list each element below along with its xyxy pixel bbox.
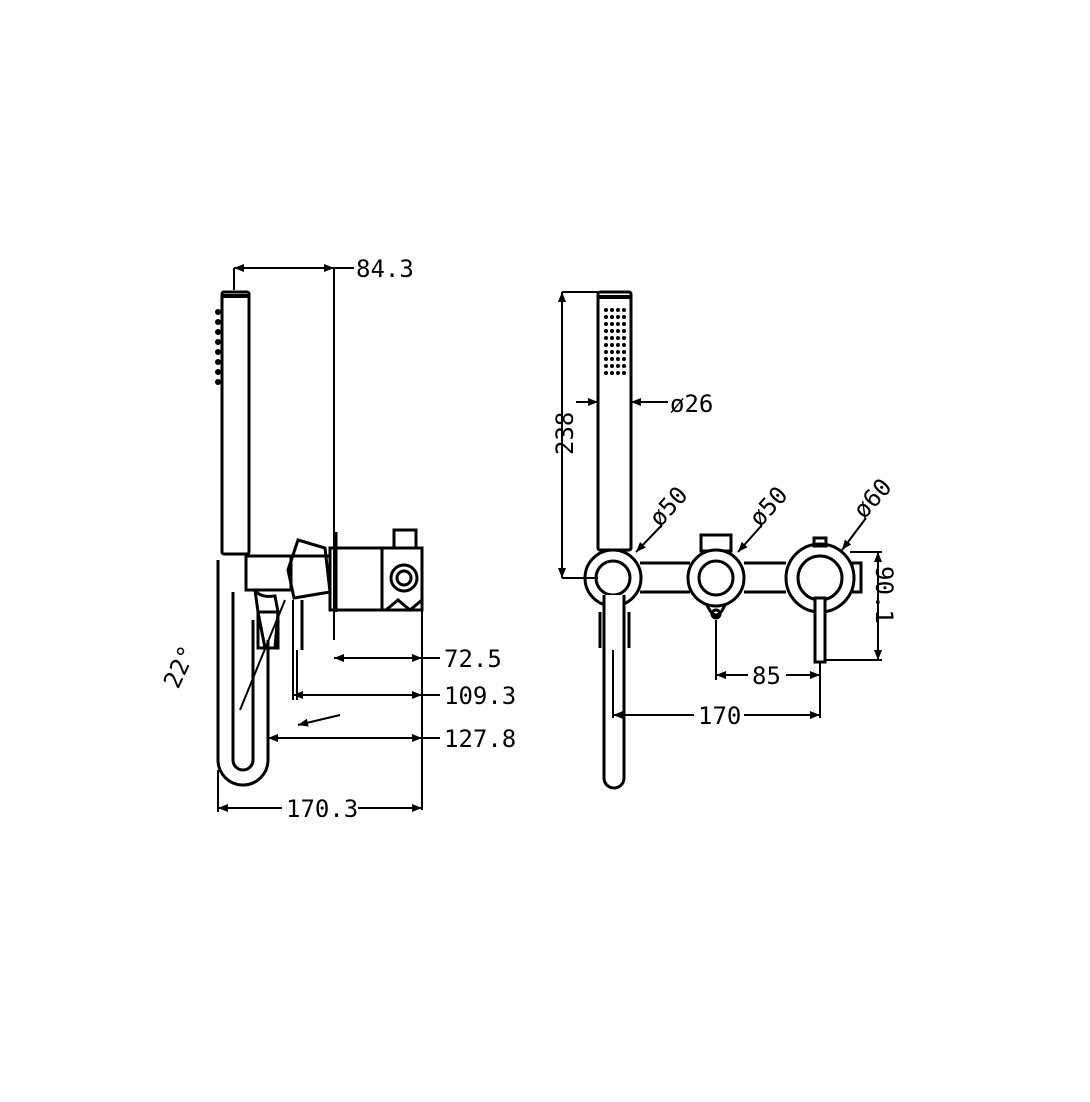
dim-label-84-3: 84.3 (356, 255, 414, 283)
dim-label-85: 85 (752, 662, 781, 690)
side-body (328, 528, 424, 612)
spray-nozzle (616, 350, 620, 354)
dim-label-238: 238 (551, 412, 579, 455)
spray-nozzle (622, 357, 626, 361)
spray-nozzle (610, 371, 614, 375)
spray-nozzle (622, 364, 626, 368)
spray-nozzle (622, 336, 626, 340)
spray-nozzle (610, 336, 614, 340)
front-diverter (686, 533, 746, 620)
spray-nozzle (610, 315, 614, 319)
spray-nozzle (622, 343, 626, 347)
front-mixer (784, 536, 856, 664)
spray-nozzle (610, 364, 614, 368)
dim-label-170-3: 170.3 (286, 795, 358, 823)
spray-nozzle (622, 350, 626, 354)
side-hose (216, 560, 270, 787)
side-angle-lines (239, 599, 341, 727)
spray-nozzle (616, 315, 620, 319)
dim-label-angle: 22° (158, 641, 202, 692)
spray-nozzle (616, 329, 620, 333)
dim-label-dia-60: ø60 (848, 473, 898, 524)
spray-nozzle (610, 357, 614, 361)
spray-nozzle (604, 350, 608, 354)
dim-label-dia-50-middle: ø50 (744, 481, 794, 532)
front-spray-nozzles (604, 308, 626, 375)
spray-nozzle (604, 364, 608, 368)
spray-nozzle (622, 371, 626, 375)
spray-nozzle (610, 343, 614, 347)
spray-nozzle (610, 308, 614, 312)
spray-nozzle (610, 350, 614, 354)
side-lever (286, 538, 332, 700)
dim-label-dia-26: ø26 (670, 390, 713, 418)
spray-nozzle (622, 315, 626, 319)
dim-label-72-5: 72.5 (444, 645, 502, 673)
spray-nozzle (604, 308, 608, 312)
spray-nozzle (604, 343, 608, 347)
spray-nozzle (604, 322, 608, 326)
side-dimensions (217, 264, 440, 812)
spray-nozzle (604, 336, 608, 340)
dim-label-127-8: 127.8 (444, 725, 516, 753)
spray-nozzle (604, 357, 608, 361)
spray-nozzle (616, 357, 620, 361)
spray-nozzle (622, 308, 626, 312)
spray-nozzle (604, 315, 608, 319)
spray-nozzle (616, 308, 620, 312)
spray-nozzle (616, 336, 620, 340)
dim-label-109-3: 109.3 (444, 682, 516, 710)
spray-nozzle (622, 322, 626, 326)
side-handshower (215, 290, 251, 556)
spray-nozzle (622, 329, 626, 333)
spray-nozzle (616, 322, 620, 326)
dim-label-dia-50-left: ø50 (644, 481, 694, 532)
side-bracket (244, 554, 293, 650)
dim-label-170: 170 (698, 702, 741, 730)
spray-nozzle (610, 322, 614, 326)
side-spray-nozzles (215, 309, 221, 385)
spray-nozzle (610, 329, 614, 333)
dim-label-90-1: 90.1 (870, 566, 898, 624)
spray-nozzle (604, 371, 608, 375)
spray-nozzle (604, 329, 608, 333)
side-view: 84.3 72.5 109.3 127.8 170.3 22° (158, 255, 516, 823)
spray-nozzle (616, 364, 620, 368)
front-handshower (596, 290, 633, 552)
front-view: 238 ø26 ø50 ø50 ø60 90.1 85 170 (551, 290, 898, 790)
spray-nozzle (616, 371, 620, 375)
spray-nozzle (616, 343, 620, 347)
